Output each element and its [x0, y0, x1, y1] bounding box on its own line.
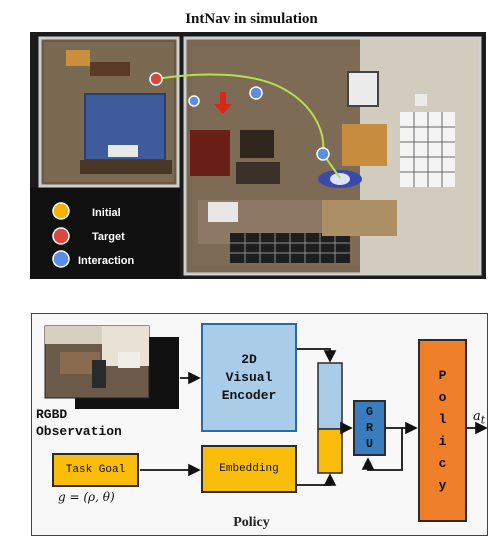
task-goal-box: Task Goal	[52, 453, 139, 487]
visual-encoder-box: 2D Visual Encoder	[201, 323, 297, 432]
encoder-line3: Encoder	[221, 387, 277, 403]
trajectory	[155, 73, 341, 179]
legend-interaction-label: Interaction	[78, 255, 135, 267]
policy-letter: P	[438, 367, 447, 383]
legend-target-swatch	[52, 227, 70, 245]
policy-letter: y	[438, 477, 447, 493]
target-marker	[149, 72, 163, 86]
embedding-to-vector-arrow	[297, 473, 337, 486]
gru-box: G R U	[353, 400, 386, 456]
gru-letter-u: U	[365, 437, 374, 451]
policy-caption: Policy	[233, 515, 270, 530]
goal-formula: g = (ρ, θ)	[58, 490, 115, 504]
gru-letter-r: R	[365, 421, 374, 435]
legend-initial-label: Initial	[92, 207, 121, 219]
rgbd-label-line2: Observation	[36, 424, 122, 439]
interaction-marker	[316, 147, 330, 161]
legend-initial-swatch	[52, 202, 70, 220]
embedding-box: Embedding	[201, 445, 297, 493]
policy-letter: l	[438, 411, 447, 427]
couch	[190, 130, 230, 176]
interaction-marker	[188, 95, 200, 107]
legend-target-label: Target	[92, 231, 125, 243]
encoder-line1: 2D	[241, 351, 257, 367]
legend-interaction-swatch	[52, 250, 70, 268]
simulation-render: Initial Target Interaction	[30, 32, 486, 279]
gru-recurrent-arrow	[361, 428, 403, 471]
policy-box: P o l i c y	[418, 339, 467, 522]
visual-feature-vector	[317, 362, 343, 430]
action-output-label: at	[473, 409, 485, 427]
interaction-marker	[249, 86, 263, 100]
encoder-to-vector-arrow	[297, 348, 337, 363]
policy-letter: o	[438, 389, 447, 405]
encoder-line2: Visual	[225, 369, 273, 385]
rgbd-label-line1: RGBD	[36, 407, 68, 422]
figure-title: IntNav in simulation	[185, 11, 318, 27]
policy-letter: c	[438, 455, 447, 471]
red-arrow-icon	[214, 92, 232, 114]
desk	[342, 124, 387, 166]
policy-letter: i	[438, 433, 447, 449]
action-subscript: t	[480, 413, 486, 427]
action-symbol: a	[473, 409, 481, 424]
gru-letter-g: G	[365, 405, 374, 419]
goal-feature-vector	[317, 428, 343, 474]
rgbd-observation-label: RGBD Observation	[36, 406, 122, 440]
